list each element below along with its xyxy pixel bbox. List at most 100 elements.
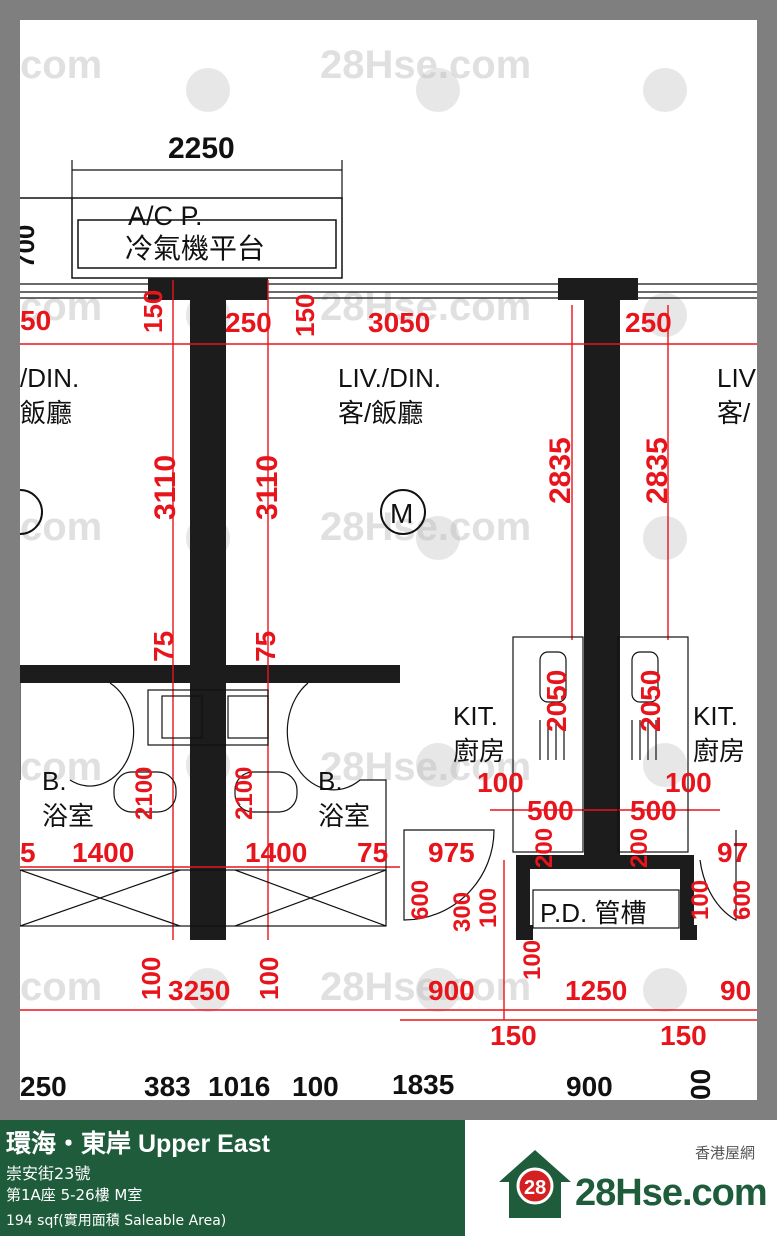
bottom-dimension-row: 250 383 1016 100 1835 900 00	[20, 1069, 716, 1100]
dim-label: 150	[660, 1020, 707, 1051]
dim-label: 2100	[131, 767, 158, 820]
dim-label: 900	[428, 975, 475, 1006]
property-info-panel: 環海・東岸 Upper East 崇安街23號 第1A座 5-26樓 M室 19…	[0, 1120, 465, 1236]
meter-symbol-label: M	[390, 498, 413, 529]
dim-label: 100	[519, 940, 546, 980]
dim-label: 1400	[245, 837, 307, 868]
dim-label: 100	[665, 767, 712, 798]
pd-duct	[532, 889, 680, 929]
dim-top-width: 2250	[168, 132, 235, 165]
dim-label: 150	[290, 294, 320, 337]
dim-label: 100	[136, 957, 166, 1000]
dim-label: 200	[531, 828, 558, 868]
dim-label: 00	[685, 1069, 716, 1100]
dim-label: 97	[717, 837, 748, 868]
brand-name: 28Hse.com	[575, 1172, 768, 1214]
dim-label: 50	[20, 305, 51, 336]
kitchen-counter	[512, 636, 689, 853]
dim-label: 500	[630, 795, 677, 826]
watermark-badge-icon	[643, 743, 687, 787]
dim-label: 90	[720, 975, 751, 1006]
watermark-badge-icon	[186, 68, 230, 112]
watermark-badge-icon	[186, 968, 230, 1012]
pd-duct-label: P.D. 管槽	[540, 898, 646, 928]
dim-label: 250	[225, 307, 272, 338]
dim-label: 2050	[541, 670, 572, 732]
dim-label: 3250	[168, 975, 230, 1006]
watermark-badge-icon	[643, 968, 687, 1012]
house-logo-icon: 28	[499, 1150, 571, 1218]
room-label-zh: 客/飯廳	[338, 398, 423, 428]
brand-tagline: 香港屋網	[694, 1144, 755, 1162]
dimension-line	[71, 160, 343, 200]
dim-label: 3110	[251, 455, 284, 520]
room-label-en: B.	[42, 766, 67, 796]
dim-label: 1400	[72, 837, 134, 868]
room-label-zh: 飯廳	[20, 398, 72, 428]
watermark-text: 28Hse.com	[320, 965, 531, 1009]
room-label-en: KIT.	[693, 701, 738, 731]
dim-label: 150	[490, 1020, 537, 1051]
dim-label: 75	[148, 631, 179, 662]
dim-label: 600	[729, 880, 756, 920]
dim-label: 1835	[392, 1069, 454, 1100]
dim-label: 975	[428, 837, 475, 868]
unit-line: 第1A座 5-26樓 M室	[6, 1186, 143, 1204]
floor-plan: com 28Hse.com com 28Hse.com com 28Hse.co…	[20, 20, 757, 1100]
room-label-zh: 浴室	[42, 801, 94, 831]
dim-label: 2100	[231, 767, 258, 820]
area-line: 194 sqf(實用面積 Saleable Area)	[6, 1213, 227, 1229]
room-label-en: LIV./DIN.	[338, 363, 441, 393]
room-label-en: B.	[318, 766, 343, 796]
dim-label: 100	[292, 1071, 339, 1100]
room-label-en: KIT.	[453, 701, 498, 731]
address-line: 崇安街23號	[6, 1164, 91, 1183]
dim-label: 3050	[368, 307, 430, 338]
dim-label: 200	[626, 828, 653, 868]
dim-label: 250	[20, 1071, 67, 1100]
ac-platform-label-zh: 冷氣機平台	[125, 233, 265, 264]
watermark-badge-icon	[643, 68, 687, 112]
dim-label: 2835	[544, 437, 577, 504]
estate-title: 環海・東岸 Upper East	[6, 1130, 270, 1158]
dim-label: 250	[625, 307, 672, 338]
dim-label: 2835	[641, 437, 674, 504]
dim-label: 3110	[149, 455, 182, 520]
dim-label: 900	[566, 1071, 613, 1100]
room-label-zh: 廚房	[693, 736, 745, 766]
watermark-text: com	[20, 505, 102, 549]
dim-label: 600	[407, 880, 434, 920]
dimension-lines	[20, 280, 757, 1021]
dim-label: 100	[475, 888, 502, 928]
room-label-zh: 浴室	[318, 801, 370, 831]
watermark-text: com	[20, 43, 102, 87]
dim-label: 150	[138, 290, 168, 333]
meter-symbol-icon	[20, 489, 43, 535]
meter-symbol-icon	[380, 489, 426, 535]
watermark-text: 28Hse.com	[320, 43, 531, 87]
watermark-badge-icon	[643, 516, 687, 560]
room-label-zh: 客/	[717, 398, 751, 428]
structural-walls	[20, 278, 697, 940]
dim-label: 1250	[565, 975, 627, 1006]
dim-label: 300	[449, 892, 476, 932]
watermark-badge-icon	[643, 293, 687, 337]
dim-label: 75	[357, 837, 388, 868]
watermark-text: com	[20, 745, 102, 789]
watermark-text: com	[20, 965, 102, 1009]
dim-label: 100	[477, 767, 524, 798]
dim-label: 500	[527, 795, 574, 826]
room-label-en: LIV	[717, 363, 757, 393]
door-swing	[403, 829, 737, 922]
room-label-en: /DIN.	[20, 363, 79, 393]
brand-panel: 香港屋網 28 28Hse.com	[465, 1120, 777, 1236]
dim-label: 5	[20, 837, 36, 868]
watermark-badge-icon	[416, 68, 460, 112]
watermark-badge-icon	[416, 743, 460, 787]
dim-label: 100	[687, 880, 714, 920]
watermark-badge-icon	[416, 968, 460, 1012]
dim-label: 75	[250, 631, 281, 662]
dim-ac-depth: 700	[20, 225, 40, 268]
logo-badge-text: 28	[524, 1177, 546, 1199]
ac-platform-label-en: A/C P.	[128, 201, 203, 231]
